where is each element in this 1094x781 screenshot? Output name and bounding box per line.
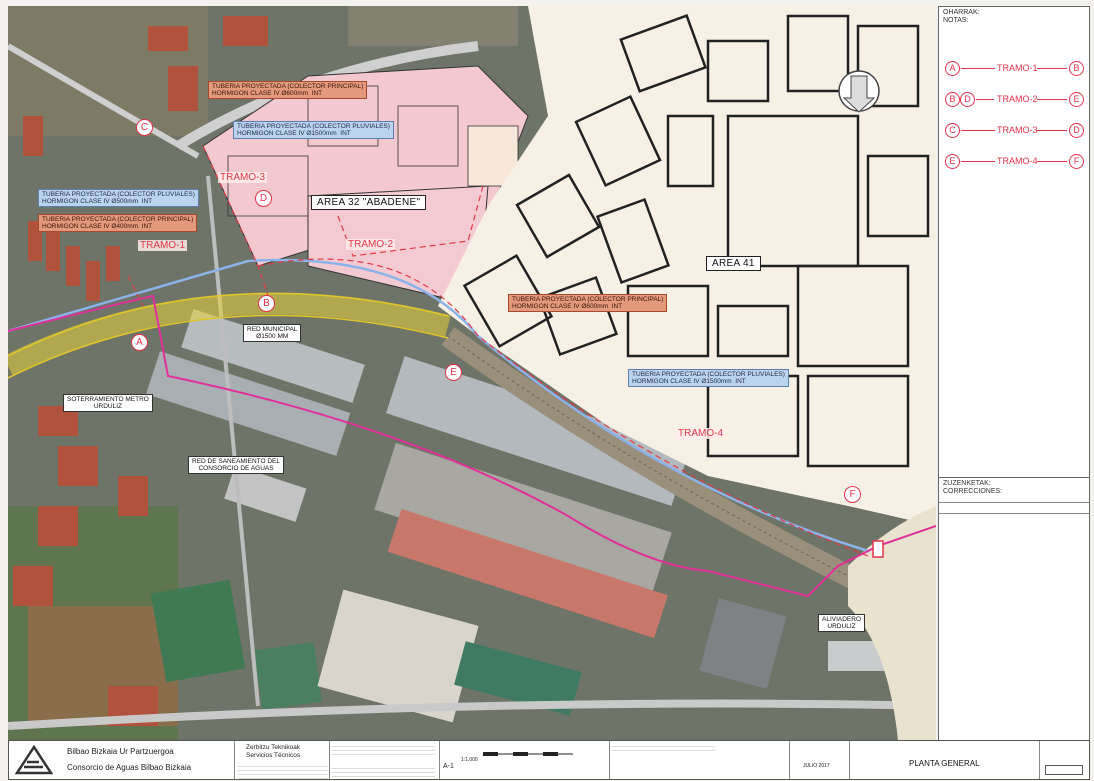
notes-label-es: NOTAS:	[943, 17, 969, 24]
legend-row-tramo-1: A TRAMO-1 B	[945, 61, 1085, 77]
author-fine-print	[331, 765, 435, 777]
label-pluviales-1: TUBERIA PROYECTADA (COLECTOR PLUVIALES) …	[233, 121, 394, 139]
stormwater-pipe	[8, 258, 869, 553]
services-es: Servicios Técnicos	[246, 752, 301, 759]
area-32-zone	[202, 65, 529, 307]
tramo-2-label: TRAMO-2	[346, 239, 395, 250]
label-colector-principal-3: TUBERIA PROYECTADA (COLECTOR PRINCIPAL) …	[508, 294, 668, 312]
scale-bar-icon	[483, 752, 573, 756]
legend-tramo-label: TRAMO-2	[997, 94, 1038, 104]
legend-node-start: B	[945, 92, 960, 107]
corrections-header: ZUZENKETAK: CORRECCIONES:	[939, 478, 1089, 498]
area-41-label: AREA 41	[706, 256, 761, 271]
legend-tramo-label: TRAMO-4	[997, 156, 1038, 166]
notes-header: OHARRAK: NOTAS:	[939, 7, 1089, 27]
title-block: Bilbao Bizkaia Ur Partzuergoa Consorcio …	[8, 740, 1090, 780]
legend-node-start: A	[945, 61, 960, 76]
label-colector-principal-2: TUBERIA PROYECTADA (COLECTOR PRINCIPAL) …	[38, 214, 198, 232]
map-graphics	[8, 6, 936, 740]
legend-tramo-label: TRAMO-1	[997, 63, 1038, 73]
legend-node-start-2: D	[960, 92, 975, 107]
area-41-zone	[438, 6, 936, 526]
plan-title: PLANTA GENERAL	[909, 759, 980, 768]
notes-panel: OHARRAK: NOTAS: A TRAMO-1 B B D TRAMO-2 …	[938, 6, 1090, 742]
date-cell: JULIO 2017	[789, 741, 850, 779]
label-soterramiento: SOTERRAMIENTO METRO URDULIZ	[63, 394, 153, 412]
legend-row-tramo-4: E TRAMO-4 F	[945, 154, 1085, 170]
legend-node-end: B	[1069, 61, 1084, 76]
sheet-number-cell	[1039, 741, 1088, 779]
node-e-marker[interactable]: E	[445, 364, 462, 381]
org-name-es: Consorcio de Aguas Bilbao Bizkaia	[67, 763, 192, 772]
sheet-code: A-1	[443, 763, 454, 770]
plan-title-cell: PLANTA GENERAL	[849, 741, 1040, 779]
corrections-table-header	[939, 502, 1089, 514]
legend-tramo-label: TRAMO-3	[997, 125, 1038, 135]
legend-node-end: D	[1069, 123, 1084, 138]
sheet-number-box	[1045, 765, 1083, 775]
corrections-label-eu: ZUZENKETAK:	[943, 480, 991, 487]
label-pluviales-2: TUBERIA PROYECTADA (COLECTOR PLUVIALES) …	[38, 189, 199, 207]
area-32-label: AREA 32 "ABADENE"	[311, 195, 427, 210]
plan-ref-cell	[609, 741, 790, 779]
label-aliviadero: ALIVIADERO URDULIZ	[818, 614, 866, 632]
legend-row-tramo-2: B D TRAMO-2 E	[945, 92, 1085, 108]
services-cell: Zerbitzu Teknikoak Servicios Técnicos	[234, 741, 330, 779]
label-pluviales-3: TUBERIA PROYECTADA (COLECTOR PLUVIALES) …	[628, 369, 789, 387]
project-cell	[329, 741, 440, 779]
tramo-4-label: TRAMO-4	[676, 428, 725, 439]
legend-node-end: E	[1069, 92, 1084, 107]
label-red-municipal: RED MUNICIPAL Ø1500 MM	[243, 324, 302, 342]
tramo-1-label: TRAMO-1	[138, 240, 187, 251]
consorcio-logo-icon	[15, 745, 53, 775]
node-b-marker[interactable]: B	[258, 295, 275, 312]
legend-node-end: F	[1069, 154, 1084, 169]
plan-ref-fine-print	[611, 743, 715, 753]
label-colector-principal-1: TUBERIA PROYECTADA (COLECTOR PRINCIPAL) …	[208, 81, 368, 99]
industrial-buildings	[146, 309, 898, 723]
corrections-section: ZUZENKETAK: CORRECCIONES:	[939, 477, 1089, 742]
node-c-marker[interactable]: C	[136, 119, 153, 136]
org-name-eu: Bilbao Bizkaia Ur Partzuergoa	[67, 747, 174, 756]
label-red-saneamiento: RED DE SANEAMIENTO DEL CONSORCIO DE AGUA…	[188, 456, 285, 474]
corrections-label-es: CORRECCIONES:	[943, 488, 1003, 495]
services-eu: Zerbitzu Teknikoak	[246, 744, 301, 751]
legend-node-start: C	[945, 123, 960, 138]
scale-value: 1:1.000	[461, 757, 478, 763]
sewer-network-pipe	[8, 294, 936, 598]
legend-row-tramo-3: C TRAMO-3 D	[945, 123, 1085, 139]
node-f-marker[interactable]: F	[844, 486, 861, 503]
node-d-marker[interactable]: D	[255, 190, 272, 207]
tramo-3-label: TRAMO-3	[218, 172, 267, 183]
project-fine-print	[331, 743, 435, 755]
projected-collectors	[127, 145, 869, 557]
legend-node-start: E	[945, 154, 960, 169]
org-cell: Bilbao Bizkaia Ur Partzuergoa Consorcio …	[9, 741, 235, 779]
north-arrow-icon	[838, 70, 880, 113]
aerial-map[interactable]: TUBERIA PROYECTADA (COLECTOR PRINCIPAL) …	[8, 6, 936, 740]
scale-cell: A-1 1:1.000	[439, 741, 610, 779]
services-fine-print	[238, 763, 328, 779]
node-a-marker[interactable]: A	[131, 334, 148, 351]
notes-label-eu: OHARRAK:	[943, 9, 980, 16]
date-value: JULIO 2017	[803, 763, 830, 769]
